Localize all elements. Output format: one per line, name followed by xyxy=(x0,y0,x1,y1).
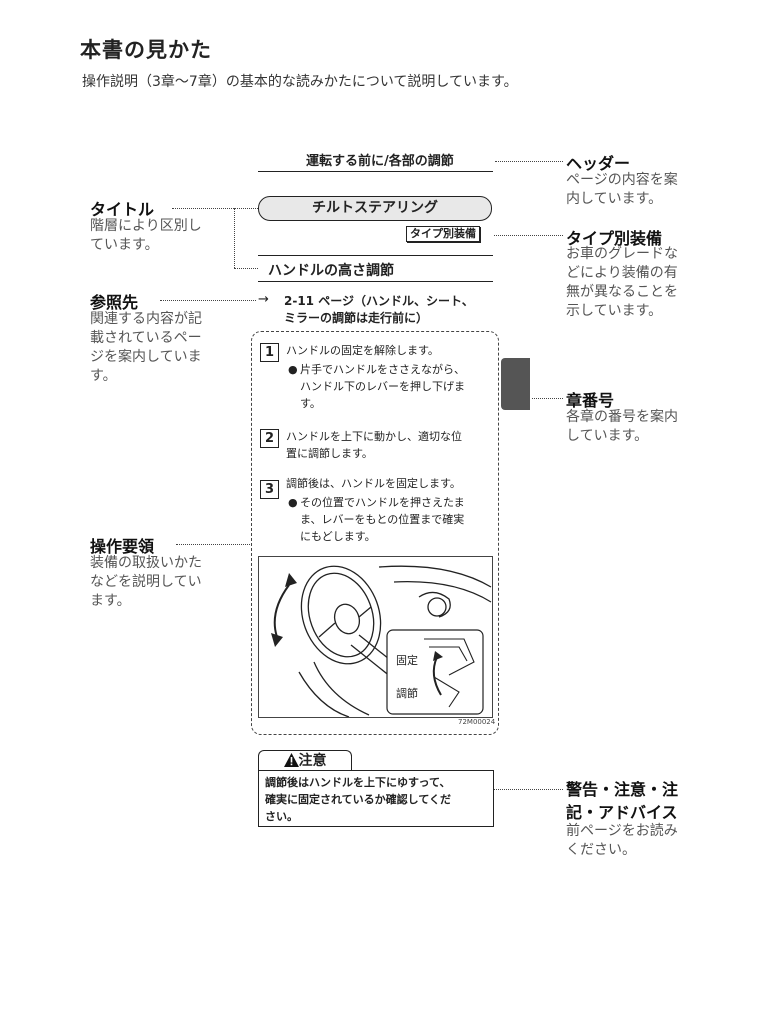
leader-line xyxy=(234,268,258,269)
chapter-tab xyxy=(501,358,530,410)
label-line: 警告・注意・注 xyxy=(566,780,679,799)
callout-chapter-label: 章番号 xyxy=(566,391,615,410)
steering-illustration: 固定 調節 xyxy=(258,556,493,718)
arrow-down-icon xyxy=(271,633,283,647)
step-line: ハンドルを上下に動かし、適切な位 xyxy=(286,430,462,443)
type-equipment-badge: タイプ別装備 xyxy=(406,226,480,242)
label-fixed: 固定 xyxy=(396,654,418,667)
leader-line xyxy=(234,208,258,209)
leader-line xyxy=(172,208,234,209)
callout-title-desc: 階層により区別し ています。 xyxy=(90,217,202,255)
callout-header-label: ヘッダー xyxy=(566,154,631,173)
reference-line: 2-11 ページ（ハンドル、シート、 xyxy=(284,294,474,308)
step-number: 1 xyxy=(260,343,279,362)
caution-heading: 注意 xyxy=(298,753,327,769)
warning-triangle-icon xyxy=(283,753,299,773)
callout-reference-label: 参照先 xyxy=(90,293,139,312)
leader-line xyxy=(495,161,563,162)
label-adjust: 調節 xyxy=(396,687,418,700)
bullet-line: す。 xyxy=(300,397,321,410)
callout-chapter-desc: 各章の番号を案内 しています。 xyxy=(566,408,678,446)
bullet-line: その位置でハンドルを押さえたま xyxy=(300,496,465,509)
desc-line: ください。 xyxy=(566,842,636,858)
subheading-rule-bottom xyxy=(258,281,493,282)
desc-line: 前ページをお読み xyxy=(566,823,678,839)
desc-line: ページの内容を案 xyxy=(566,172,678,188)
desc-line: ています。 xyxy=(90,237,159,253)
step-number: 3 xyxy=(260,480,279,499)
bullet-line: にもどします。 xyxy=(300,530,376,543)
illustration-code: 72M00024 xyxy=(458,718,496,726)
step-text: 調節後は、ハンドルを固定します。 xyxy=(286,477,461,490)
bullet-line: 片手でハンドルをささえながら、 xyxy=(300,363,465,376)
desc-line: 各章の番号を案内 xyxy=(566,409,678,425)
bullet-icon: ● xyxy=(288,363,298,376)
arrow-up-icon xyxy=(285,573,297,587)
sample-header: 運転する前に/各部の調節 xyxy=(306,154,454,169)
callout-warning-label: 警告・注意・注 記・アドバイス xyxy=(566,778,678,824)
lever-arrow-icon xyxy=(433,651,443,661)
step-bullet: 片手でハンドルをささえながら、 ハンドル下のレバーを押し下げま す。 xyxy=(300,361,465,412)
callout-header-desc: ページの内容を案 内しています。 xyxy=(566,171,678,209)
desc-line: す。 xyxy=(90,368,117,384)
caution-box xyxy=(258,770,494,827)
callout-type-desc: お車のグレードな どにより装備の有 無が異なることを 示しています。 xyxy=(566,245,678,321)
header-rule xyxy=(258,171,493,172)
caution-line: 調節後はハンドルを上下にゆすって、 xyxy=(265,776,451,789)
callout-title-label: タイトル xyxy=(90,200,155,219)
bullet-line: ま、レバーをもとの位置まで確実 xyxy=(300,513,465,526)
bullet-icon: ● xyxy=(288,496,298,509)
section-title-pill: チルトステアリング xyxy=(258,196,492,221)
desc-line: ジを案内していま xyxy=(90,349,202,365)
subheading: ハンドルの高さ調節 xyxy=(268,263,394,279)
callout-operation-label: 操作要領 xyxy=(90,537,155,556)
page-title: 本書の見かた xyxy=(80,38,212,62)
step-line: 置に調節します。 xyxy=(286,447,373,460)
reference-line: ミラーの調節は走行前に） xyxy=(284,311,429,325)
leader-line xyxy=(494,235,563,236)
leader-line xyxy=(234,208,235,268)
leader-line xyxy=(494,789,563,790)
callout-type-label: タイプ別装備 xyxy=(566,229,663,248)
operation-box xyxy=(251,331,499,735)
step-text: ハンドルの固定を解除します。 xyxy=(286,344,439,357)
step-number: 2 xyxy=(260,429,279,448)
leader-line xyxy=(176,544,250,545)
reference-arrow: → xyxy=(258,292,269,307)
desc-line: 階層により区別し xyxy=(90,218,202,234)
subheading-rule-top xyxy=(258,255,493,256)
caution-line: 確実に固定されているか確認してくだ xyxy=(265,793,452,806)
desc-line: どにより装備の有 xyxy=(566,265,678,281)
desc-line: 無が異なることを xyxy=(566,284,678,300)
label-line: 記・アドバイス xyxy=(566,803,678,822)
step-text: ハンドルを上下に動かし、適切な位 置に調節します。 xyxy=(286,428,462,462)
callout-warning-desc: 前ページをお読み ください。 xyxy=(566,822,678,860)
desc-line: 関連する内容が記 xyxy=(90,311,202,327)
desc-line: 内しています。 xyxy=(566,191,663,207)
desc-line: お車のグレードな xyxy=(566,246,678,262)
caution-tab: 注意 xyxy=(258,750,352,771)
leader-line xyxy=(532,398,563,399)
callout-reference-desc: 関連する内容が記 載されているペー ジを案内していま す。 xyxy=(90,310,202,386)
desc-line: 示しています。 xyxy=(566,303,663,319)
desc-line: などを説明してい xyxy=(90,574,202,590)
desc-line: 載されているペー xyxy=(90,330,202,346)
callout-operation-desc: 装備の取扱いかた などを説明してい ます。 xyxy=(90,554,202,611)
steering-wheel-drawing xyxy=(271,565,492,717)
desc-line: ます。 xyxy=(90,593,131,609)
step-bullet: その位置でハンドルを押さえたま ま、レバーをもとの位置まで確実 にもどします。 xyxy=(300,494,465,545)
reference-text: 2-11 ページ（ハンドル、シート、 ミラーの調節は走行前に） xyxy=(284,293,494,327)
desc-line: しています。 xyxy=(566,428,649,444)
caution-text: 調節後はハンドルを上下にゆすって、 確実に固定されているか確認してくだ さい。 xyxy=(265,774,490,825)
bullet-line: ハンドル下のレバーを押し下げま xyxy=(300,380,465,393)
desc-line: 装備の取扱いかた xyxy=(90,555,202,571)
caution-line: さい。 xyxy=(265,810,298,823)
page-subtitle: 操作説明（3章〜7章）の基本的な読みかたについて説明しています。 xyxy=(82,74,518,90)
leader-line xyxy=(160,300,256,301)
